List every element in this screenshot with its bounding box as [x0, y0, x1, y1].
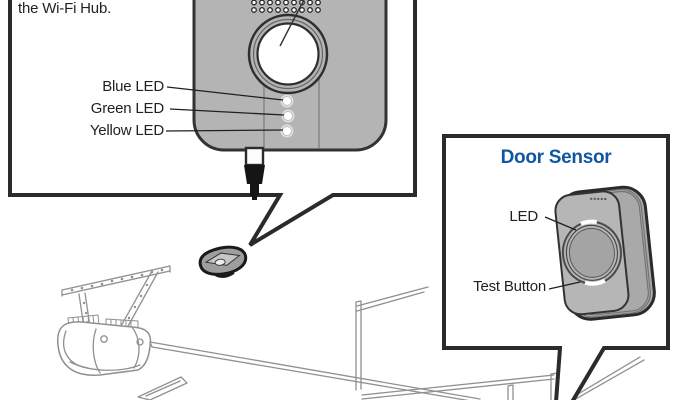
wifi-hub-device: [165, 0, 388, 200]
door-sensor-title: Door Sensor: [500, 147, 612, 168]
power-plug: [244, 146, 265, 200]
sensor-led-window: [580, 219, 598, 226]
speaker-grille: [251, 0, 321, 13]
yellow-led-label: Yellow LED: [89, 122, 164, 139]
green-led-label: Green LED: [90, 100, 164, 117]
intro-text: the Wi-Fi Hub.: [18, 0, 112, 17]
door-sensor-device: [544, 185, 656, 321]
status-leds: [280, 94, 295, 138]
round-button: [247, 13, 329, 95]
button-callout-line: [279, 0, 305, 47]
strap-perforations: [70, 268, 164, 292]
led-leader-lines: [165, 86, 285, 132]
ceiling-hub: [198, 245, 248, 278]
sensor-test-button: [584, 278, 606, 286]
sensor-test-button-label: Test Button: [473, 278, 546, 295]
sensor-leader-lines: [544, 216, 581, 290]
garage-opener-illustration: [56, 265, 645, 400]
blue-led-label: Blue LED: [102, 78, 164, 95]
sensor-led-label: LED: [509, 208, 538, 225]
